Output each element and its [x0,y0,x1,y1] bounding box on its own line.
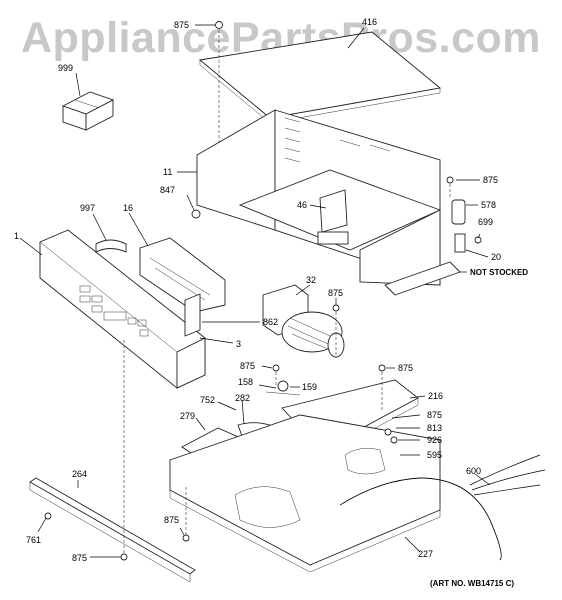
callout-875: 875 [174,20,189,30]
callout-875: 875 [483,175,498,185]
top-cover-416 [198,31,442,124]
callout-1: 1 [14,231,19,241]
callout-761: 761 [26,535,41,545]
callout-16: 16 [123,203,133,213]
screw-847 [191,209,201,219]
callout-158: 158 [238,377,253,387]
callout-264: 264 [72,469,87,479]
capacitor-578 [451,199,482,253]
blower-motor-32 [262,284,345,358]
leader-lines [19,24,491,558]
callout-847: 847 [160,185,175,195]
callout-416: 416 [362,17,377,27]
wrapper-11 [196,109,461,296]
thermostat-159 [265,380,301,396]
bottom-pan-227 [169,414,441,573]
callout-999: 999 [58,63,73,73]
callout-752: 752 [200,395,215,405]
callout-20: 20 [491,252,501,262]
callout-216: 216 [428,391,443,401]
callout-875: 875 [427,410,442,420]
callout-32: 32 [306,275,316,285]
callout-3: 3 [236,339,241,349]
box-999 [61,91,115,131]
callout-926: 926 [427,435,442,445]
gasket-997 [95,239,127,253]
callout-875: 875 [164,515,179,525]
wire-harness-600 [339,454,546,561]
callout-578: 578 [481,200,496,210]
callout-600: 600 [466,466,481,476]
bracket-46 [317,189,349,245]
callout-227: 227 [418,549,433,559]
callout-862: 862 [263,317,278,327]
callout-699: 699 [478,217,493,227]
control-panel-1 [39,229,206,389]
callout-875: 875 [328,288,343,298]
alignment-lines [123,30,451,555]
callout-46: 46 [297,200,307,210]
bracket-264 [29,477,196,583]
callout-labels: 875 416 999 11 847 997 16 1 46 875 578 6… [14,17,528,588]
art-number: (ART NO. WB14715 C) [430,579,514,588]
not-stocked-note: NOT STOCKED [470,268,528,277]
callout-813: 813 [427,423,442,433]
callout-279: 279 [180,411,195,421]
screws [44,21,454,561]
control-board-16 [139,237,226,313]
callout-282: 282 [235,393,250,403]
cover-3 [184,293,201,337]
callout-595: 595 [427,450,442,460]
callout-159: 159 [302,382,317,392]
callout-997: 997 [80,203,95,213]
callout-875: 875 [240,361,255,371]
callout-875: 875 [398,363,413,373]
callout-11: 11 [163,167,172,177]
callout-875: 875 [72,553,87,563]
